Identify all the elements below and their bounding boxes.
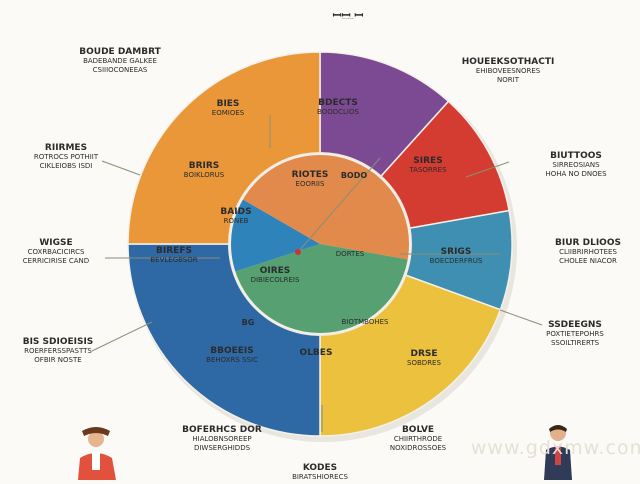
label-right-mid-line-3: CHOLEE NIACOR	[559, 257, 617, 265]
label-bottom-right-line-2: CHIIRTHRODE	[394, 435, 442, 443]
label-bottom-left-line-3: DIWSERGHIDDS	[194, 444, 251, 452]
label-left-mid-line-2: COXRBACICIRCS	[28, 248, 85, 256]
callout-line-4	[465, 161, 510, 178]
label-ring-blue-line-2: BEVLEGBSOR	[150, 256, 197, 264]
label-left-mid-line-3: CERRICIRISE CAND	[23, 257, 89, 265]
label-inner-top-line-1: RIOTES	[292, 170, 329, 180]
label-ring-teal-line-1: SRIGS	[441, 247, 472, 257]
label-right-mid-line-2: CLIIBRIRHOTEES	[559, 248, 617, 256]
inner-slice-inner_green-1	[234, 244, 409, 334]
label-bottom-right-line-1: BOLVE	[402, 425, 434, 435]
label-right-lower-line-1: SSDEEGNS	[548, 320, 602, 330]
label-bottom-left-line-2: HIALOBNSOREEP	[192, 435, 251, 443]
label-right-upper-line-3: HOHA NO DNOES	[545, 170, 607, 178]
label-bottom-left-line-1: BOFERHCS DOR	[182, 425, 262, 435]
label-ring-purple-line-1: BDECTS	[318, 98, 358, 108]
label-ring-teal-line-2: BOECDERFRUS	[430, 257, 483, 265]
label-inner-mid-line-2: DIBIECOLREIS	[251, 276, 300, 284]
left-person-head	[88, 431, 104, 447]
inner-slice-inner_blue-2	[229, 199, 320, 272]
right-person-tie	[555, 447, 561, 465]
label-ring-orange-b-line-1: BRIRS	[189, 161, 220, 171]
label-right-mid-line-1: BIUR DLIOOS	[555, 238, 621, 248]
label-ring-yellow-line-1: DRSE	[410, 349, 437, 359]
label-top-right-line-2: EHIBOVEESNORES	[476, 67, 541, 75]
label-top-right-line-3: NORIT	[497, 76, 520, 84]
label-bottom-right-line-3: NOXIDROSSOES	[390, 444, 447, 452]
chart-title: ꟷꟷ ꟷ	[333, 9, 364, 22]
label-top-left-line-1: BOUDE DAMBRT	[79, 47, 161, 57]
businessman-suit-icon	[544, 425, 572, 480]
label-inner-mid-line-1: OIRES	[260, 266, 291, 276]
inner-slice-inner_orange-0	[320, 154, 410, 260]
label-inner-blue-line-1: BAIDS	[220, 207, 251, 217]
outer-slice-teal	[317, 209, 513, 311]
label-left-upper-line-1: RIIRMES	[45, 143, 87, 153]
label-ring-yellow-line-2: SOBDRES	[407, 359, 441, 367]
label-top-left-line-3: CSIIIOCONEEAS	[93, 66, 148, 74]
label-left-upper-line-3: CIKLEIOBS ISDI	[40, 162, 93, 170]
label-inner-blue-line-2: RONEB	[224, 217, 249, 225]
label-left-lower-line-2: ROERFERSSPASTTS	[24, 347, 92, 355]
left-person-shirt	[92, 452, 100, 470]
label-bottom-center-line-2: BIRATSHIORECS	[292, 473, 348, 480]
label-ring-blue-line-1: BIREFS	[156, 246, 192, 256]
label-right-upper-line-2: SIRREOSIANS	[552, 161, 600, 169]
label-center-bottom: OLBES	[300, 348, 333, 358]
label-left-upper-line-2: ROTROCS POTHIIT	[34, 153, 99, 161]
label-left-lower-line-3: OFBIR NOSTE	[34, 356, 81, 364]
center-pointer-line	[297, 157, 381, 253]
label-bottom-center-line-1: KODES	[303, 463, 337, 473]
label-inner-arrow: BODO	[341, 171, 368, 180]
label-top-left-line-2: BADEBANDE GALKEE	[83, 57, 157, 65]
label-inner-bottom: BIOTMBOHES	[341, 318, 389, 326]
label-ring-purple-line-2: BOODCLIOS	[317, 108, 359, 116]
label-left-lower-line-1: BIS SDIOEISIS	[23, 337, 94, 347]
center-pointer-dot	[295, 249, 301, 255]
label-ring-orange-a-line-1: BIES	[217, 99, 240, 109]
label-inner-low-left: BG	[242, 318, 255, 327]
label-top-hidden-line-1: BIAN IS SHOIGAVERI	[342, 18, 354, 20]
callout-line-1	[101, 160, 141, 176]
label-right-lower-line-3: SSOILTIRERTS	[551, 339, 600, 347]
label-ring-red-line-1: SIRES	[413, 156, 442, 166]
label-ring-orange-a-line-2: EOMIOES	[212, 109, 245, 117]
callout-line-6	[499, 309, 543, 326]
label-top-right-line-1: HOUEEKSOTHACTI	[462, 57, 555, 67]
inner-ring-outline	[229, 153, 411, 335]
label-inner-top-line-2: EOORIIS	[296, 180, 325, 188]
label-ring-red-line-2: TASORRES	[408, 166, 447, 174]
label-right-lower-line-2: POXTIETEPOHRS	[546, 330, 604, 338]
label-inner-right: DORTES	[336, 250, 365, 258]
label-ring-orange-b-line-2: BOIKLORUS	[184, 171, 225, 179]
label-left-mid-line-1: WIGSE	[39, 238, 72, 248]
label-right-upper-line-1: BIUTTOOS	[550, 151, 602, 161]
label-ring-blue-low-line-2: BEHOXRS SSIC	[206, 356, 258, 364]
callout-line-3	[91, 321, 153, 352]
right-person-hair	[549, 425, 567, 432]
watermark-text: www.gdxmw.com	[471, 437, 640, 459]
label-ring-blue-low-line-1: BBOEEIS	[210, 346, 254, 356]
left-person-hair	[82, 427, 110, 436]
businessman-orange-icon	[78, 427, 116, 480]
